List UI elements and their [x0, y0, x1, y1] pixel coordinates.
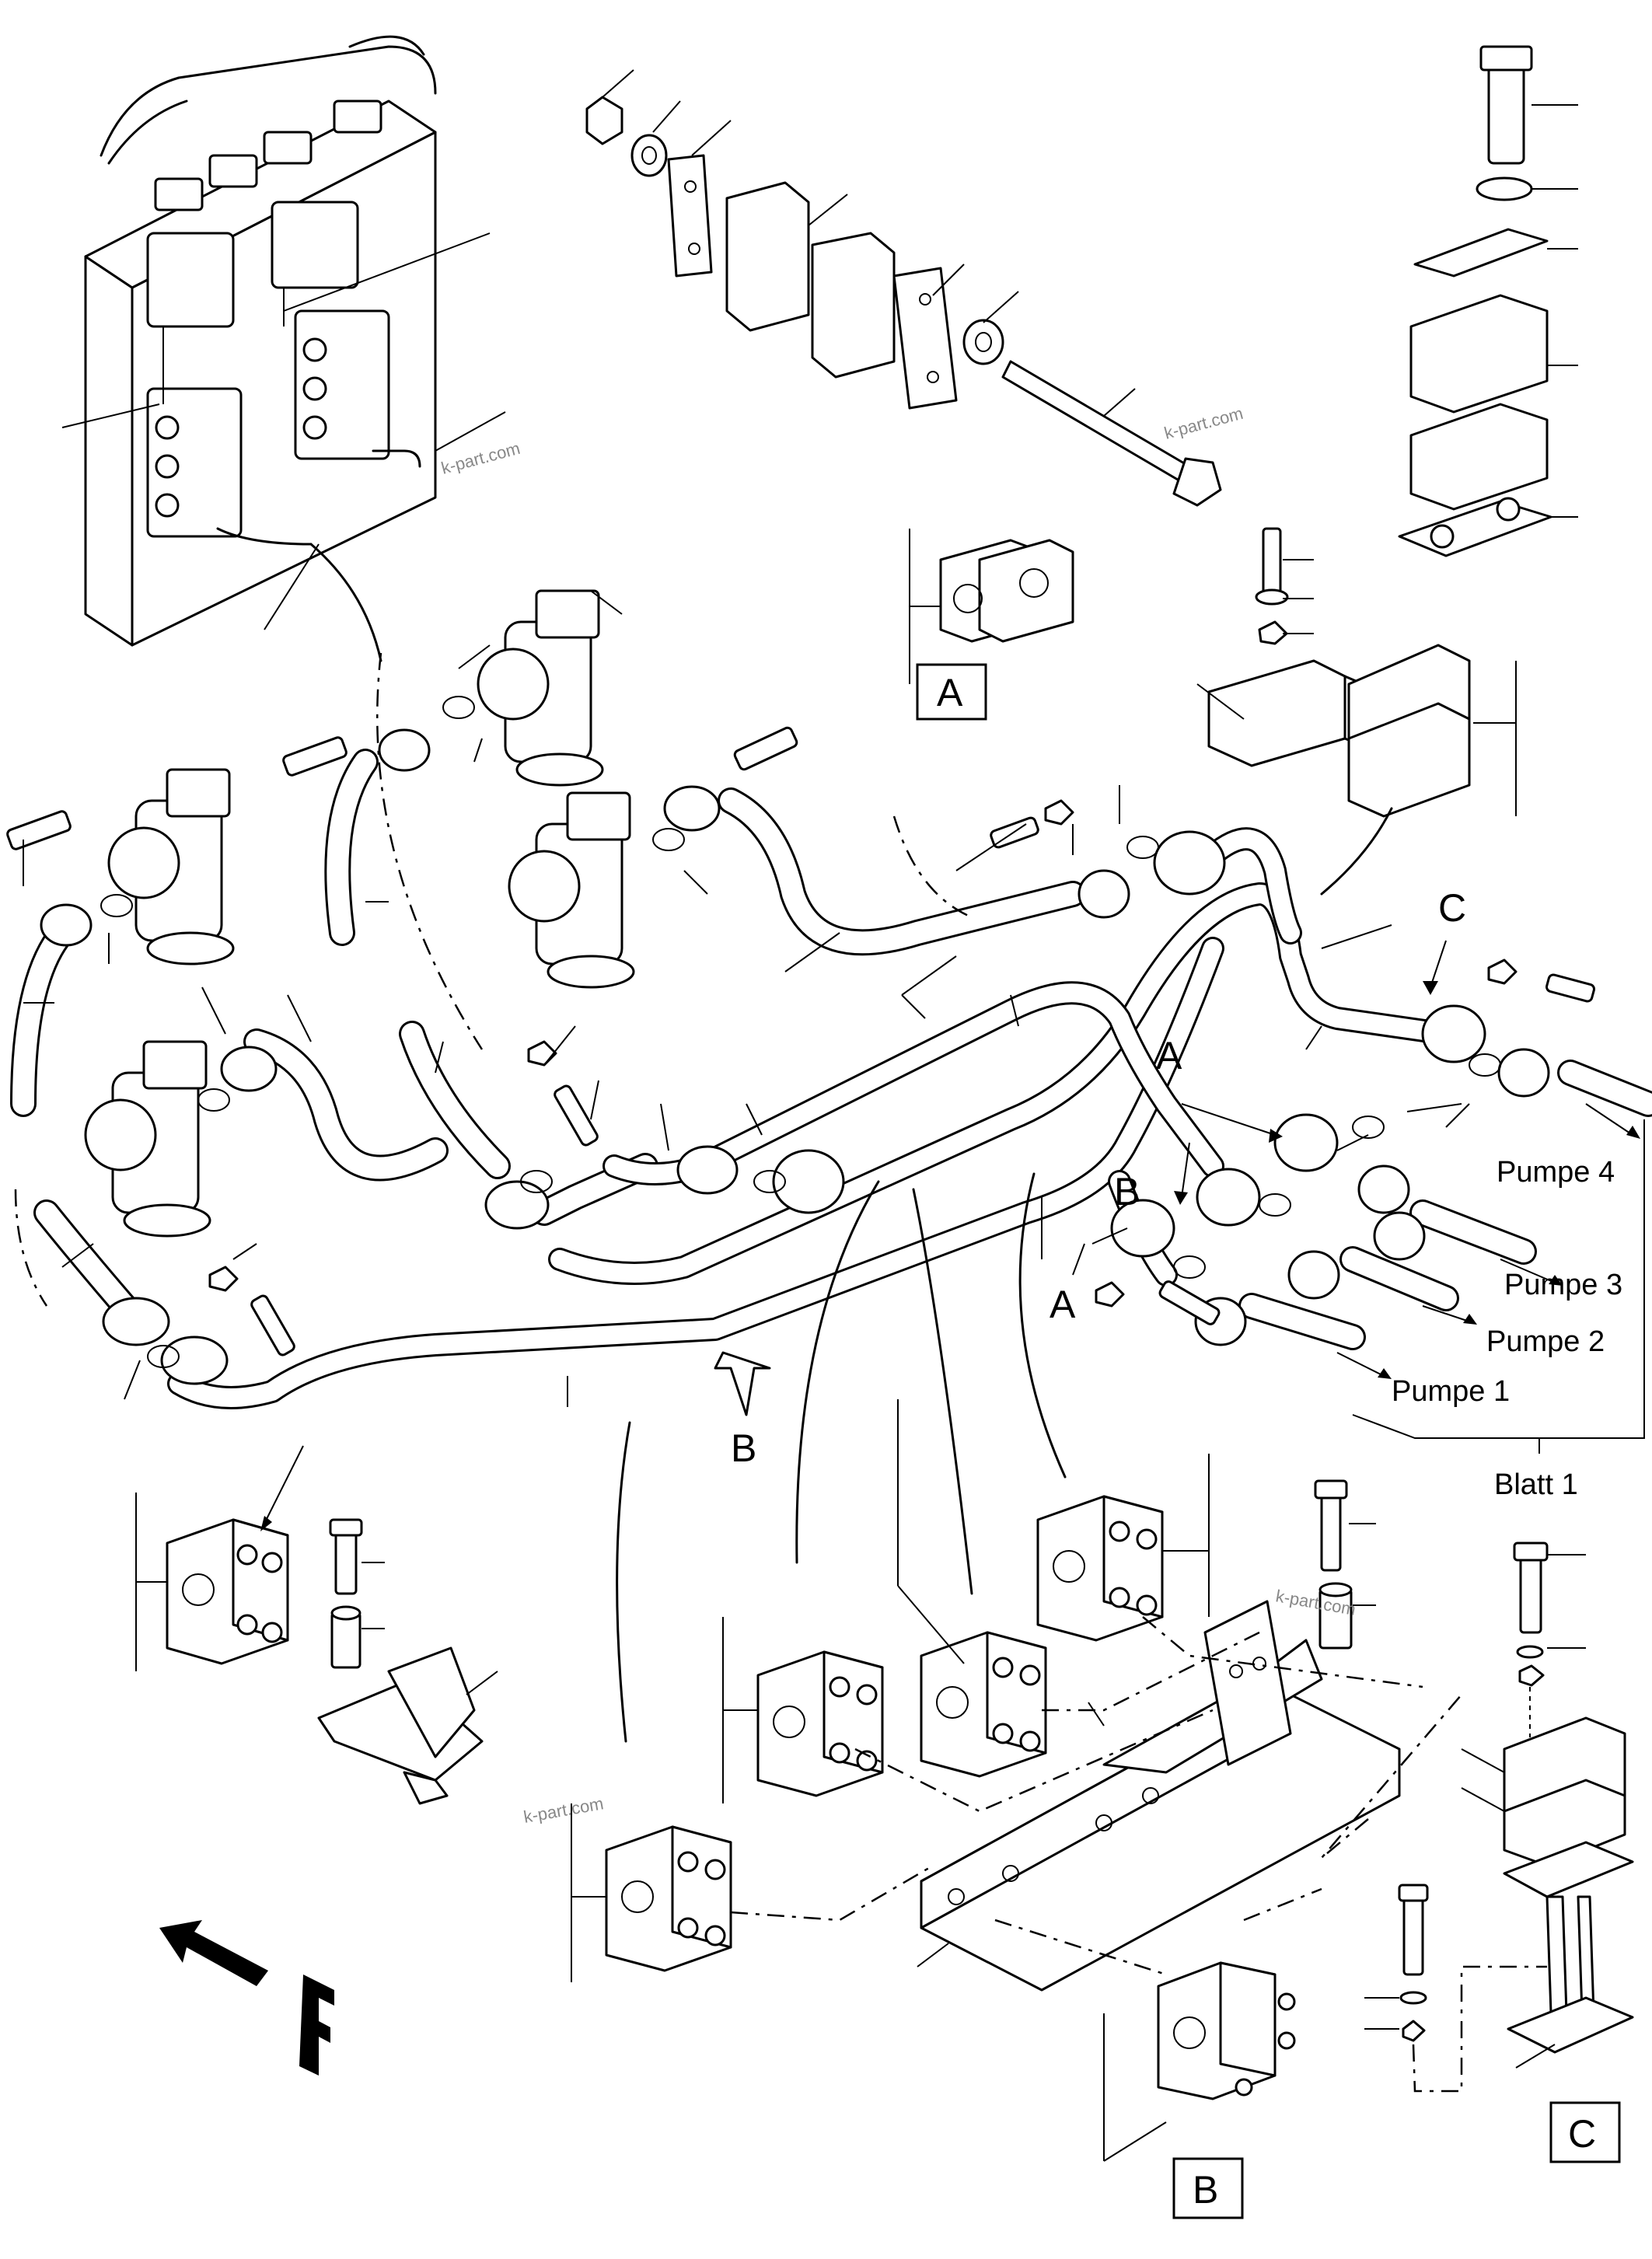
- pump-motor-4: [84, 1040, 211, 1238]
- watermark-4: k-part.com: [522, 1793, 606, 1827]
- callout-arrows: [714, 940, 1640, 1416]
- pump-3-label: Pumpe 3: [1504, 1269, 1622, 1301]
- bolt-stack-c-lower: [1364, 1884, 1429, 2042]
- direction-arrow: [159, 1920, 334, 2076]
- pump-labels: Pumpe 4 Pumpe 3 Pumpe 2 Pumpe 1 Blatt 1: [1392, 1156, 1622, 1501]
- detail-box-c-label: C: [1568, 2112, 1596, 2156]
- control-valve-block: [61, 35, 506, 662]
- loose-fasteners: [6, 726, 1595, 1356]
- callout-b-arrow: B: [731, 1426, 756, 1470]
- callout-a-upper: A: [1156, 1034, 1182, 1077]
- bolt-spacer-right: [1314, 1479, 1376, 1650]
- clamp-block-lower-left: [135, 1445, 304, 1671]
- watermark-2: k-part.com: [439, 438, 522, 478]
- clamp-block-upper-right: [1036, 1454, 1210, 1642]
- flanges-and-fittings: [40, 696, 1550, 1385]
- detail-c-clamp-stand: [1461, 1541, 1634, 2069]
- sheet-ref-label: Blatt 1: [1494, 1468, 1578, 1501]
- pump-motor-2: [508, 791, 635, 989]
- detail-box-b-label: B: [1193, 2168, 1218, 2212]
- pump-motor-1: [477, 589, 604, 787]
- watermark-1: k-part.com: [1162, 403, 1245, 443]
- leader-lines: [23, 590, 1462, 1407]
- callout-labels: C A B A B: [731, 886, 1466, 1470]
- pointer-strokes: [616, 1172, 1067, 1743]
- callout-c: C: [1438, 886, 1466, 930]
- callout-a-lower: A: [1050, 1283, 1076, 1326]
- detail-box-b: [1172, 2157, 1244, 2219]
- clamp-stack-top-right: [1398, 45, 1578, 557]
- sheet-ref-bracket: [1352, 1119, 1645, 1454]
- clamp-hardware-row-top: [585, 69, 1222, 507]
- clamp-block-b-middle: [722, 1617, 884, 1803]
- detail-b-clamp-assembly: [1103, 1961, 1296, 2162]
- detail-box-a: [916, 663, 987, 721]
- hydraulic-hoses: [10, 749, 1652, 1350]
- clamp-block-lower-b: [571, 1803, 732, 1982]
- clamp-block-c-middle: [897, 1399, 1047, 1778]
- detail-boxes: A B C: [916, 663, 1621, 2219]
- pump-motor-3: [107, 768, 235, 965]
- detail-a-clamp: [909, 529, 1074, 684]
- mounting-bracket-lower-left: [317, 1646, 498, 1805]
- bracket-and-clamp-right: [1196, 527, 1517, 896]
- callout-b-right: B: [1114, 1170, 1140, 1213]
- support-channel-bracket: [917, 1600, 1401, 1992]
- direction-label: F: [0, 0, 1, 1]
- assembly-dash-lines: [14, 652, 1547, 2093]
- pump-4-label: Pumpe 4: [1497, 1156, 1615, 1189]
- spacer-bolt-lower-left: [329, 1518, 385, 1669]
- pump-2-label: Pumpe 2: [1486, 1325, 1605, 1358]
- detail-box-c: [1549, 2101, 1621, 2163]
- pump-1-label: Pumpe 1: [1392, 1375, 1510, 1408]
- detail-box-a-label: A: [937, 671, 963, 714]
